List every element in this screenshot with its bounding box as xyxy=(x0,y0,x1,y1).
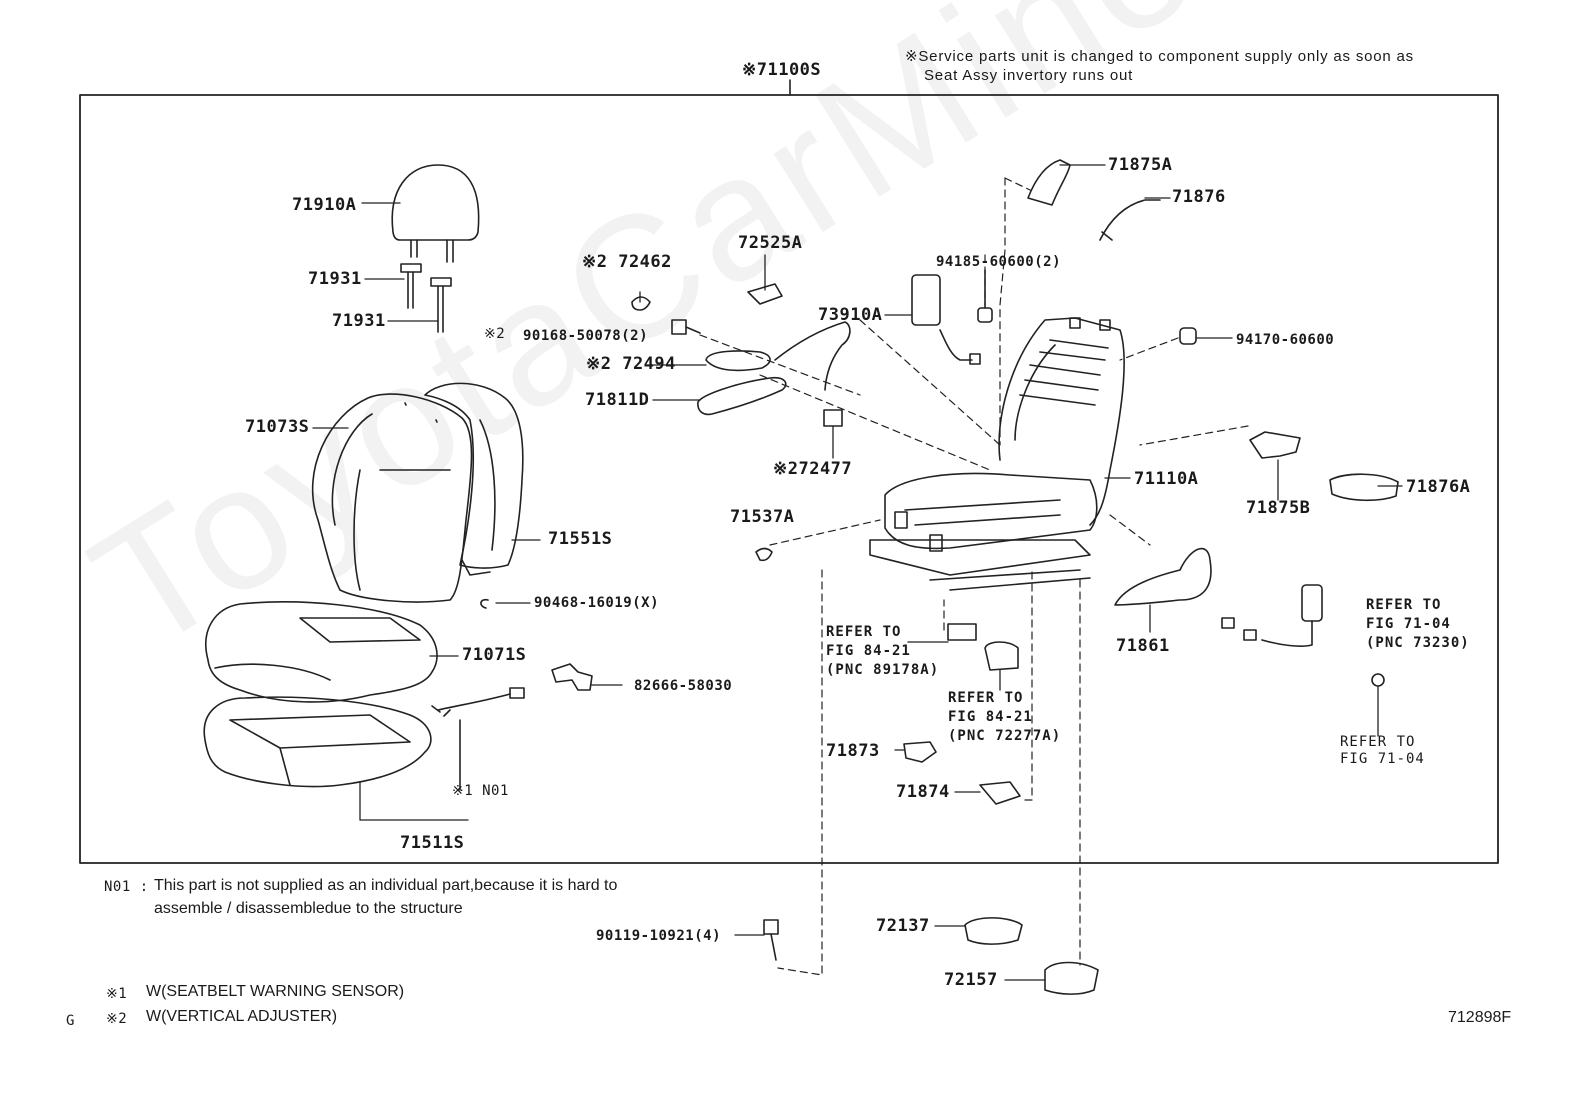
part-71071S[interactable]: 71071S xyxy=(462,645,527,665)
part-71875A[interactable]: 71875A xyxy=(1108,155,1173,175)
part-71551S[interactable]: 71551S xyxy=(548,529,613,549)
refer-line: FIG 84-21 xyxy=(826,643,911,659)
part-72137[interactable]: 72137 xyxy=(876,916,930,936)
shield-71861-drawing xyxy=(1114,547,1212,606)
cover-72157-drawing xyxy=(1044,961,1099,995)
refer-line: (PNC 72277A) xyxy=(948,728,1062,744)
refer-line: REFER TO xyxy=(1366,597,1442,613)
footnote-text-1: W(SEATBELT WARNING SENSOR) xyxy=(146,983,405,1000)
bracket-71874-drawing xyxy=(979,781,1021,805)
service-note-line1: ※Service parts unit is changed to compon… xyxy=(905,48,1414,65)
nut-94185-drawing xyxy=(977,269,993,323)
part-71873[interactable]: 71873 xyxy=(826,741,880,761)
leader-lines xyxy=(312,164,1403,981)
part-72462[interactable]: ※2 72462 xyxy=(582,252,672,272)
part-73910A[interactable]: 73910A xyxy=(818,305,883,325)
headrest-drawing xyxy=(391,164,480,263)
cover-72494-drawing xyxy=(705,350,771,372)
part-71861[interactable]: 71861 xyxy=(1116,636,1170,656)
cover-71876A-drawing xyxy=(1329,473,1399,502)
bracket-71875B-drawing xyxy=(1249,431,1301,459)
headrest-guide-drawing xyxy=(400,263,452,333)
n01-footnote-line1: This part is not supplied as an individu… xyxy=(154,877,618,894)
seat-back-pad-drawing xyxy=(424,382,524,576)
bracket-82666-drawing xyxy=(551,663,593,691)
harness-71875A-drawing xyxy=(1027,159,1071,206)
seat-frame-drawing xyxy=(869,317,1125,591)
part-71931-a[interactable]: 71931 xyxy=(308,269,362,289)
cover-72137-drawing xyxy=(964,917,1023,945)
refer-to-fig-84-21-89178A[interactable]: REFER TO FIG 84-21 (PNC 89178A) xyxy=(826,623,939,680)
bracket-72477-drawing xyxy=(823,409,843,427)
clip-90468-drawing xyxy=(480,598,489,609)
footnote-mark-1: ※1 xyxy=(106,986,128,1002)
part-90468[interactable]: 90468-16019(X) xyxy=(534,595,660,611)
part-71931-b[interactable]: 71931 xyxy=(332,311,386,331)
refer-to-fig-84-21-72277A[interactable]: REFER TO FIG 84-21 (PNC 72277A) xyxy=(948,689,1061,746)
n01-footnote-line2: assemble / disassembledue to the structu… xyxy=(154,900,463,917)
part-71537A[interactable]: 71537A xyxy=(730,507,795,527)
refer-line: REFER TO xyxy=(1340,734,1416,750)
bushing-94170-drawing xyxy=(1179,327,1197,345)
lever-73910A-drawing xyxy=(774,321,851,391)
part-n01[interactable]: ※1 N01 xyxy=(452,783,509,799)
part-71875B[interactable]: 71875B xyxy=(1246,498,1311,518)
bolt-90168-drawing xyxy=(671,319,701,335)
assembly-frame xyxy=(79,94,1499,864)
refer-line: (PNC 73230) xyxy=(1366,635,1470,651)
figure-code: 712898F xyxy=(1448,1009,1512,1026)
part-71110A[interactable]: 71110A xyxy=(1134,469,1199,489)
seat-cushion-cover-drawing xyxy=(205,601,438,703)
part-90168[interactable]: 90168-50078(2) xyxy=(523,328,649,344)
bolt-90119-drawing xyxy=(763,919,779,961)
motor-73910A-drawing xyxy=(911,274,981,365)
plate-72525A-drawing xyxy=(747,283,783,305)
part-90168-mark: ※2 xyxy=(484,326,506,342)
footnote-text-2: W(VERTICAL ADJUSTER) xyxy=(146,1008,338,1025)
assy-number: ※71100S xyxy=(742,60,822,80)
panel-71811D-drawing xyxy=(697,376,787,416)
harness-71876-drawing xyxy=(1099,199,1161,241)
dashed-assembly-lines xyxy=(699,177,1249,976)
part-72525A[interactable]: 72525A xyxy=(738,233,803,253)
seat-cushion-pad-drawing xyxy=(203,696,432,788)
refer-to-fig-71-04[interactable]: REFER TO FIG 71-04 xyxy=(1340,734,1425,768)
n01-footnote-label: N01 : xyxy=(104,879,149,895)
sensor-harness-drawing xyxy=(431,687,525,791)
part-71876A[interactable]: 71876A xyxy=(1406,477,1471,497)
refer-line: REFER TO xyxy=(948,690,1024,706)
part-72494[interactable]: ※2 72494 xyxy=(586,354,676,374)
part-82666[interactable]: 82666-58030 xyxy=(634,678,733,694)
refer-line: FIG 84-21 xyxy=(948,709,1033,725)
refer-to-fig-71-04-73230[interactable]: REFER TO FIG 71-04 (PNC 73230) xyxy=(1366,596,1470,653)
bracket-71873-drawing xyxy=(903,741,937,763)
part-71073S[interactable]: 71073S xyxy=(245,417,310,437)
refer-line: FIG 71-04 xyxy=(1366,616,1451,632)
seat-back-cover-drawing xyxy=(311,393,473,603)
refer-line: REFER TO xyxy=(826,624,902,640)
refer-line: FIG 71-04 xyxy=(1340,751,1425,767)
part-94170[interactable]: 94170-60600 xyxy=(1236,332,1335,348)
cap-72462-drawing xyxy=(631,296,651,311)
part-71811D[interactable]: 71811D xyxy=(585,390,650,410)
part-72157[interactable]: 72157 xyxy=(944,970,998,990)
part-90119[interactable]: 90119-10921(4) xyxy=(596,928,722,944)
part-71910A[interactable]: 71910A xyxy=(292,195,357,215)
part-94185[interactable]: 94185-60600(2) xyxy=(936,254,1062,270)
part-71511S[interactable]: 71511S xyxy=(400,833,465,853)
part-72477[interactable]: ※272477 xyxy=(773,459,853,479)
seatbelt-buckle-drawing xyxy=(1221,584,1385,687)
part-71876[interactable]: 71876 xyxy=(1172,187,1226,207)
connector-89178A-drawing xyxy=(947,623,977,641)
knob-71537A-drawing xyxy=(755,547,773,562)
part-71874[interactable]: 71874 xyxy=(896,782,950,802)
bracket-72277A-drawing xyxy=(984,641,1019,671)
footnote-mark-2: ※2 xyxy=(106,1011,128,1027)
corner-letter: G xyxy=(66,1013,75,1029)
refer-line: (PNC 89178A) xyxy=(826,662,940,678)
service-note-line2: Seat Assy invertory runs out xyxy=(924,67,1134,84)
